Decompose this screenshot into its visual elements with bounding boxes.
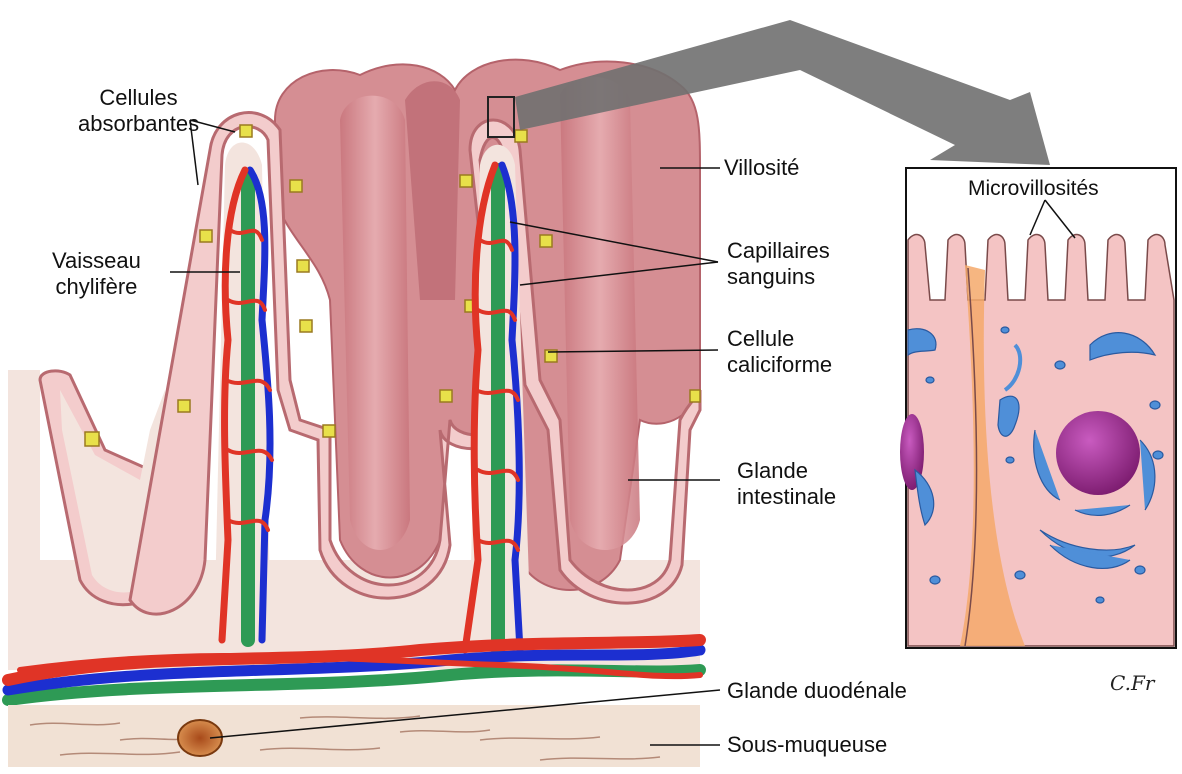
- label-absorbent-cells: Cellules absorbantes: [78, 85, 199, 137]
- label-intestinal-gland: Glande intestinale: [737, 458, 836, 510]
- label-villus: Villosité: [724, 155, 799, 181]
- label-blood-capillaries: Capillaires sanguins: [727, 238, 830, 290]
- label-submucosa: Sous-muqueuse: [727, 732, 887, 758]
- label-lacteal: Vaisseau chylifère: [52, 248, 141, 300]
- label-goblet-cell: Cellule caliciforme: [727, 326, 832, 378]
- artist-signature: C.Fr: [1110, 671, 1156, 695]
- label-duodenal-gland: Glande duodénale: [727, 678, 907, 704]
- inset-panel: [900, 168, 1176, 648]
- label-microvilli: Microvillosités: [968, 176, 1099, 202]
